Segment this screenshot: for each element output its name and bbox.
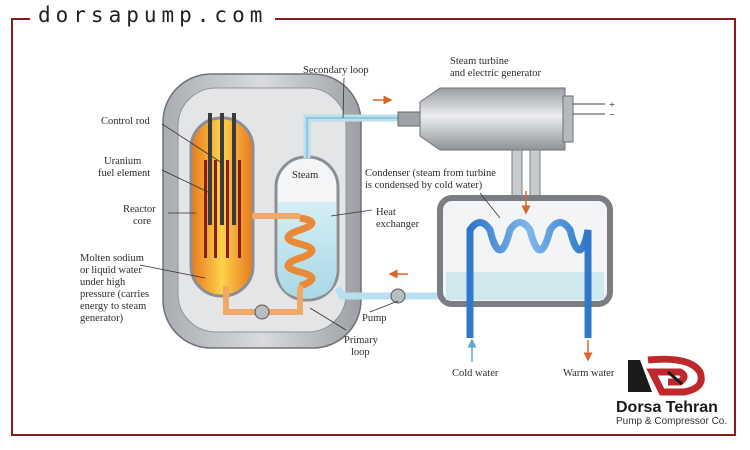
- leader-lines: [139, 77, 501, 331]
- label-warm-water: Warm water: [563, 368, 615, 379]
- fuel-element: [204, 160, 207, 258]
- label-heat: Heat: [376, 207, 396, 218]
- fuel-element: [214, 160, 217, 258]
- label-minus: −: [609, 110, 615, 121]
- label-uranium: Uranium: [104, 156, 141, 167]
- exhaust-pipe: [511, 149, 523, 201]
- label-plus: +: [609, 100, 615, 111]
- label-core: core: [133, 216, 151, 227]
- fuel-element: [226, 160, 229, 258]
- label-pump: Pump: [362, 313, 387, 324]
- heat-exchanger-coil: [284, 214, 316, 290]
- label-condenser-1: Condenser (steam from turbine: [365, 168, 496, 179]
- label-condenser-2: is condensed by cold water): [365, 180, 483, 191]
- label-steam: Steam: [292, 170, 318, 181]
- label-fuel-element: fuel element: [98, 168, 150, 179]
- label-primary: Primary: [344, 335, 379, 346]
- page-frame: [11, 18, 736, 436]
- label-molten-5: energy to steam: [80, 301, 146, 312]
- label-loop: loop: [351, 347, 370, 358]
- control-rod: [232, 113, 236, 225]
- return-line: [334, 286, 440, 300]
- label-molten-4: pressure (carries: [80, 289, 149, 300]
- label-molten-2: or liquid water: [80, 265, 142, 276]
- primary-pump: [254, 304, 270, 320]
- label-molten-1: Molten sodium: [80, 253, 144, 264]
- turbine-inlet: [397, 111, 421, 127]
- turbine: [419, 87, 566, 151]
- site-title: dorsapump.com: [30, 3, 276, 27]
- secondary-pump: [390, 288, 406, 304]
- label-exchanger: exchanger: [376, 219, 420, 230]
- brand-tagline: Pump & Compressor Co.: [616, 416, 727, 427]
- label-reactor: Reactor: [123, 204, 156, 215]
- label-turbine-2: and electric generator: [450, 68, 541, 79]
- label-turbine-1: Steam turbine: [450, 56, 509, 67]
- brand-name: Dorsa Tehran: [616, 399, 718, 416]
- control-rod: [220, 113, 224, 225]
- label-cold-water: Cold water: [452, 368, 499, 379]
- control-rod: [208, 113, 212, 225]
- cooling-coil: [466, 219, 592, 338]
- label-molten-6: generator): [80, 313, 124, 324]
- label-control-rod: Control rod: [101, 116, 150, 127]
- fuel-element: [238, 160, 241, 258]
- label-molten-3: under high: [80, 277, 126, 288]
- brand-logo-icon: [628, 355, 705, 396]
- label-secondary-loop: Secondary loop: [303, 65, 369, 76]
